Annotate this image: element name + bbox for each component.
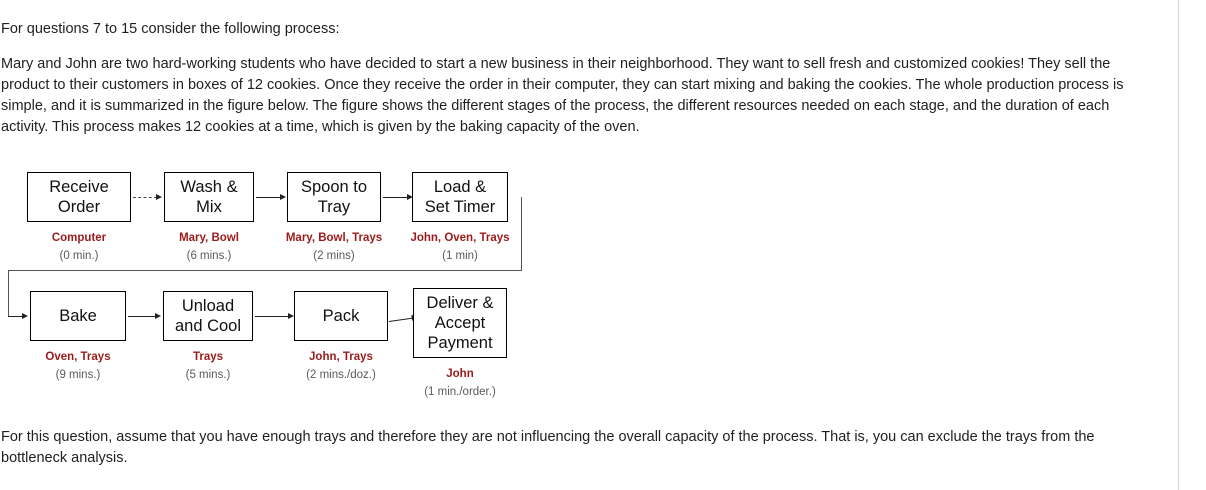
step-label-line2: and Cool (174, 317, 242, 335)
step-label-line1: Deliver & (426, 294, 494, 312)
process-step-pack: Pack (294, 291, 388, 341)
wrap-connector-segment-bottom (8, 270, 522, 272)
step-label-line3: Payment (427, 334, 493, 352)
process-step-load-set-timer: Load & Set Timer (412, 172, 508, 222)
step-label-line1: Wash & (180, 178, 238, 196)
step-duration-receive-order: (0 min.) (59, 250, 99, 262)
arrow-bake-to-unload (128, 313, 162, 319)
arrow-wrap-into-bake (8, 313, 30, 319)
arrow-receive-to-wash (133, 194, 163, 200)
step-resources-unload-and-cool: Trays (192, 351, 224, 363)
step-label-line1: Pack (322, 307, 360, 325)
step-label-line2: Accept (434, 314, 486, 332)
scenario-paragraph: Mary and John are two hard-working stude… (1, 56, 1124, 135)
step-resources-pack: John, Trays (309, 351, 373, 363)
process-flow-diagram: Receive Order Computer (0 min.) Wash & M… (0, 160, 560, 415)
step-resources-load-set-timer: John, Oven, Trays (410, 232, 510, 244)
step-resources-bake: Oven, Trays (45, 351, 111, 363)
wrap-connector-segment-left (8, 270, 10, 316)
process-step-receive-order: Receive Order (27, 172, 131, 222)
step-label-line2: Order (57, 198, 101, 216)
process-step-unload-and-cool: Unload and Cool (163, 291, 253, 341)
step-resources-spoon-to-tray: Mary, Bowl, Trays (285, 232, 383, 244)
step-label-line2: Mix (196, 198, 222, 216)
intro-line: For questions 7 to 15 consider the follo… (1, 21, 340, 37)
step-label-line1: Spoon to (300, 178, 368, 196)
step-label-line1: Unload (181, 297, 235, 315)
process-step-wash-mix: Wash & Mix (164, 172, 254, 222)
step-duration-bake: (9 mins.) (55, 369, 101, 381)
step-duration-load-set-timer: (1 min) (442, 250, 478, 262)
step-resources-wash-mix: Mary, Bowl (179, 232, 239, 244)
step-duration-unload-and-cool: (5 mins.) (185, 369, 231, 381)
step-label-line1: Load & (433, 178, 487, 196)
arrow-unload-to-pack (255, 313, 295, 319)
wrap-connector-segment-right (521, 197, 523, 271)
arrow-wash-to-spoon (256, 194, 286, 200)
step-duration-pack: (2 mins./doz.) (306, 369, 376, 381)
step-resources-deliver-accept-payment: John (446, 368, 474, 380)
step-duration-spoon-to-tray: (2 mins) (313, 250, 355, 262)
page-right-rule (1178, 0, 1179, 490)
process-step-deliver-accept-payment: Deliver & Accept Payment (413, 288, 507, 358)
step-label-line2: Set Timer (424, 198, 496, 216)
process-step-bake: Bake (30, 291, 126, 341)
step-label-line1: Receive (49, 178, 109, 196)
arrow-spoon-to-load (383, 194, 413, 200)
closing-paragraph: For this question, assume that you have … (1, 429, 1095, 466)
step-label-line2: Tray (317, 198, 351, 216)
step-resources-receive-order: Computer (51, 232, 107, 244)
document-page: For questions 7 to 15 consider the follo… (0, 21, 1124, 466)
process-step-spoon-to-tray: Spoon to Tray (287, 172, 381, 222)
step-duration-deliver-accept-payment: (1 min./order.) (424, 386, 496, 398)
step-duration-wash-mix: (6 mins.) (186, 250, 232, 262)
step-label-line1: Bake (59, 307, 97, 325)
